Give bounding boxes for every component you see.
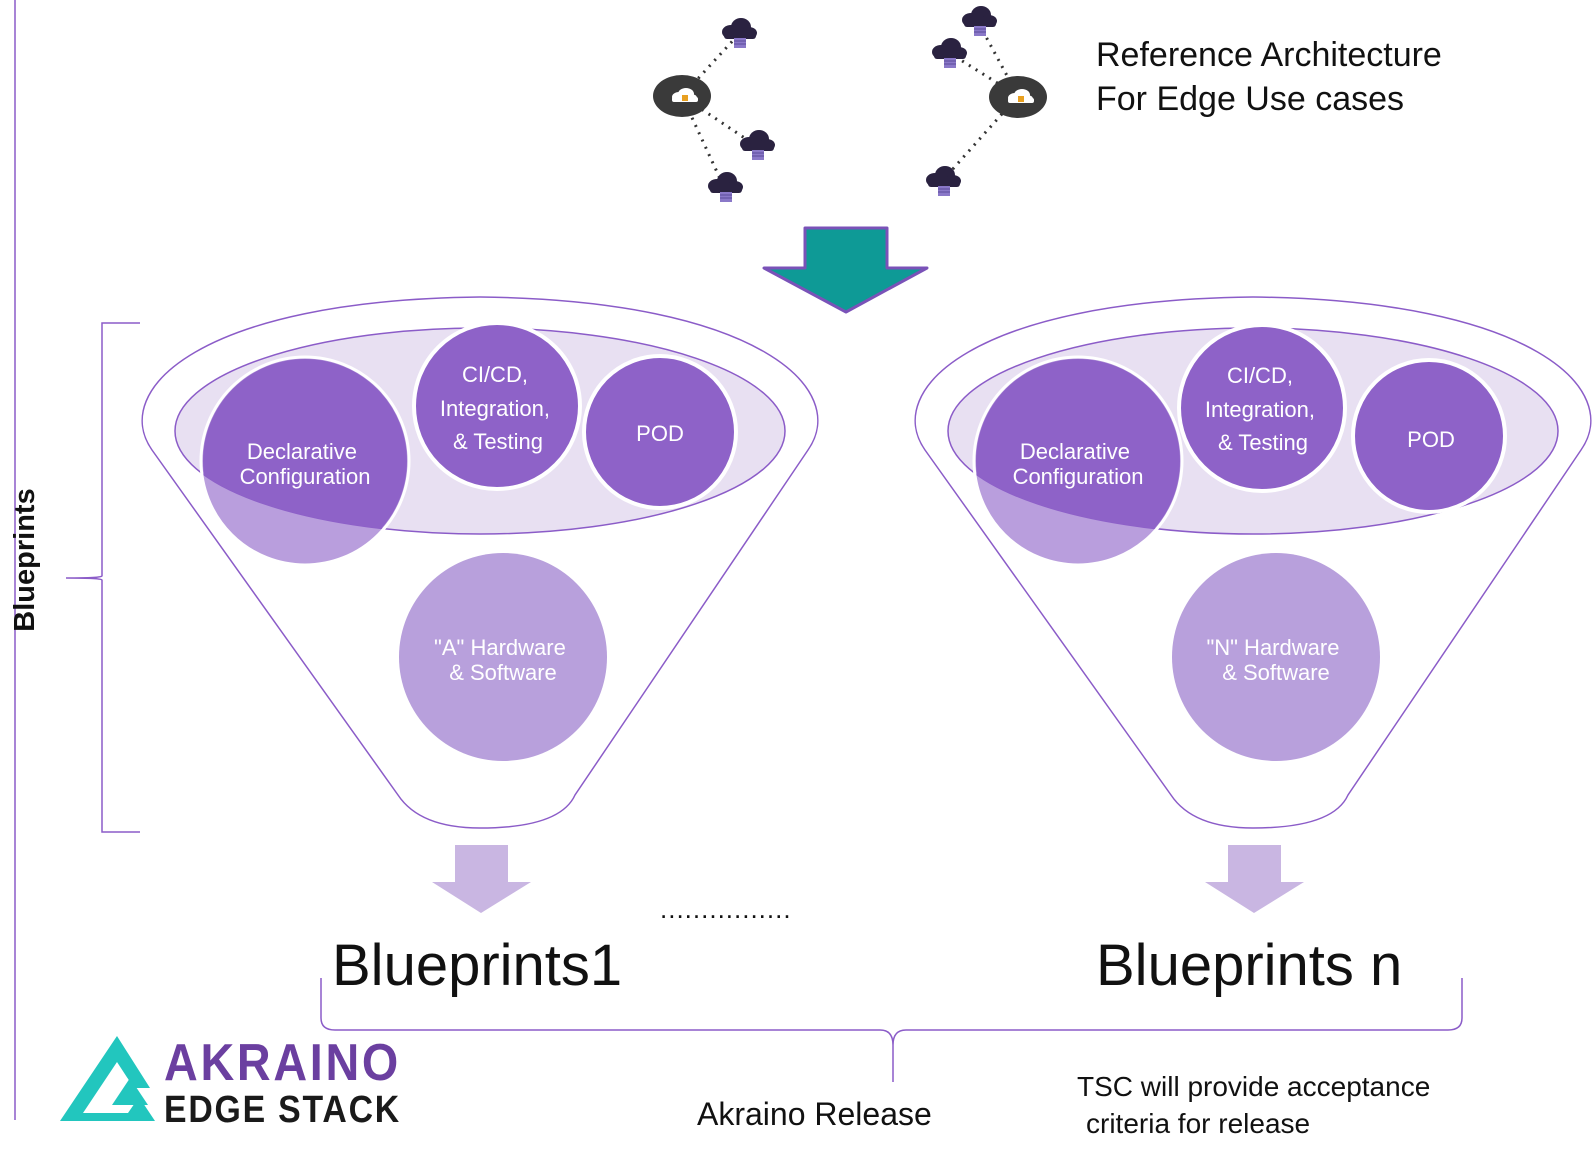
tsc-note-line1: TSC will provide acceptance <box>1077 1071 1430 1102</box>
logo-text-edge-stack: EDGE STACK <box>164 1089 401 1131</box>
release-label: Akraino Release <box>697 1096 932 1132</box>
cicd-circle <box>1177 323 1347 493</box>
hardware-label-line2: & Software <box>1222 660 1330 685</box>
hardware-software-circle <box>1172 553 1380 761</box>
reference-title-line2: For Edge Use cases <box>1096 80 1404 118</box>
tsc-note-line2: criteria for release <box>1086 1108 1310 1139</box>
declarative-label: Declarative Configuration <box>1013 439 1144 489</box>
logo-text-akraino: AKRAINO <box>164 1034 401 1092</box>
cicd-label-line3: & Testing <box>1218 430 1308 455</box>
hardware-label-line1: "N" Hardware <box>1206 635 1339 660</box>
hardware-label-line2: & Software <box>449 660 557 685</box>
pod-label: POD <box>1407 427 1455 452</box>
pod-circle <box>1351 358 1507 514</box>
blueprints-brace <box>65 322 140 833</box>
logo-triangle-icon <box>60 1036 155 1121</box>
cicd-label: CI/CD, Integration, & Testing <box>440 362 556 454</box>
cloud-server-icon <box>739 129 776 161</box>
hardware-label: "A" Hardware & Software <box>434 635 572 685</box>
pod-circle <box>582 354 738 510</box>
output-blueprints-n: Blueprints n <box>1096 933 1402 998</box>
down-arrow-icon <box>762 226 929 314</box>
cicd-label-line1: CI/CD, <box>462 362 528 387</box>
down-arrow-icon <box>432 845 531 913</box>
output-blueprints-1: Blueprints1 <box>332 933 622 998</box>
logo-inner-triangle-icon <box>112 1078 148 1105</box>
funnel-n: Declarative Configuration CI/CD, Integra… <box>914 296 1592 829</box>
release-brace <box>320 978 1463 1082</box>
cloud-hub-icon <box>989 76 1047 118</box>
reference-title-line1: Reference Architecture <box>1096 36 1442 74</box>
declarative-label-line1: Declarative <box>247 439 357 464</box>
hardware-software-circle <box>399 553 607 761</box>
cicd-label: CI/CD, Integration, & Testing <box>1205 363 1321 455</box>
hardware-label-line1: "A" Hardware <box>434 635 566 660</box>
cloud-server-icon <box>721 17 758 49</box>
cloud-hub-icon <box>653 75 711 117</box>
declarative-label-line2: Configuration <box>1013 464 1144 489</box>
down-arrow-icon <box>1205 845 1304 913</box>
cicd-label-line2: Integration, <box>1205 397 1315 422</box>
network-topology-left <box>653 17 776 203</box>
network-topology-right <box>925 5 1047 197</box>
cicd-circle <box>412 321 582 491</box>
akraino-logo: AKRAINO EDGE STACK <box>60 1034 401 1131</box>
cloud-server-icon <box>707 171 744 203</box>
cloud-server-icon <box>931 37 968 69</box>
cicd-label-line2: Integration, <box>440 396 550 421</box>
pod-label: POD <box>636 421 684 446</box>
declarative-label: Declarative Configuration <box>240 439 371 489</box>
cicd-label-line3: & Testing <box>453 429 543 454</box>
cicd-label-line1: CI/CD, <box>1227 363 1293 388</box>
ellipsis-dots: ................ <box>660 894 792 924</box>
funnel-a: Declarative Configuration CI/CD, Integra… <box>141 296 819 829</box>
cloud-server-icon <box>961 5 998 37</box>
declarative-label-line2: Configuration <box>240 464 371 489</box>
cloud-server-icon <box>925 165 962 197</box>
hardware-label: "N" Hardware & Software <box>1206 635 1345 685</box>
declarative-label-line1: Declarative <box>1020 439 1130 464</box>
side-label-blueprints: Blueprints <box>9 488 41 631</box>
